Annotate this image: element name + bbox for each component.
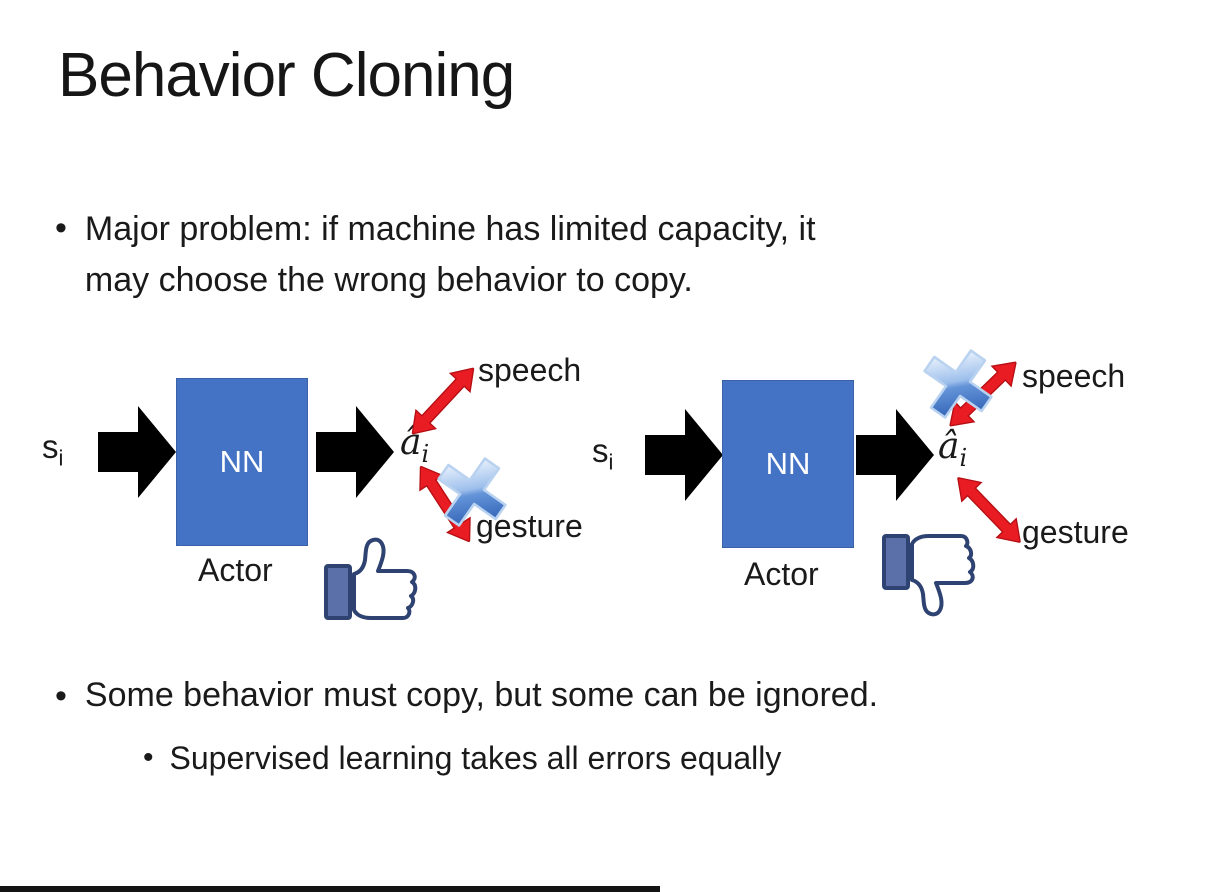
bullet-marker: • (55, 677, 67, 715)
output-arrow-icon (856, 409, 934, 501)
bullet-some-behavior: • Some behavior must copy, but some can … (55, 672, 878, 721)
thumbs-up-icon (324, 537, 418, 620)
state-label: si (592, 432, 614, 475)
nn-label: NN (219, 444, 265, 479)
actor-label: Actor (744, 556, 819, 592)
bullet-some-behavior-text: Some behavior must copy, but some can be… (84, 676, 879, 714)
gesture-double-arrow-icon (956, 476, 1022, 544)
nn-box: NN (176, 378, 308, 546)
page-title: Behavior Cloning (58, 41, 515, 110)
bullet-supervised-learning: • Supervised learning takes all errors e… (143, 736, 781, 781)
nn-box: NN (722, 380, 854, 548)
bullet-marker: • (143, 741, 154, 774)
action-label: âi (938, 426, 968, 473)
nn-label: NN (765, 446, 811, 481)
bullet-major-problem: • Major problem: if machine has limited … (55, 204, 816, 306)
state-label: si (42, 428, 64, 471)
bullet-major-problem-line1: Major problem: if machine has limited ca… (84, 210, 816, 248)
bullet-major-problem-line2: may choose the wrong behavior to copy. (84, 261, 693, 299)
gesture-label: gesture (1022, 514, 1129, 550)
thumbs-down-icon (882, 534, 976, 617)
input-arrow-icon (645, 409, 723, 501)
speech-label: speech (478, 352, 582, 388)
bottom-edge-bar (0, 886, 660, 892)
input-arrow-icon (98, 406, 176, 498)
bullet-marker: • (55, 209, 67, 247)
speech-label: speech (1022, 358, 1126, 394)
actor-label: Actor (198, 552, 273, 588)
output-arrow-icon (316, 406, 394, 498)
bullet-supervised-learning-text: Supervised learning takes all errors equ… (169, 740, 782, 776)
speech-double-arrow-icon (411, 367, 475, 435)
cross-out-icon (923, 349, 993, 419)
cross-out-icon (437, 457, 507, 527)
